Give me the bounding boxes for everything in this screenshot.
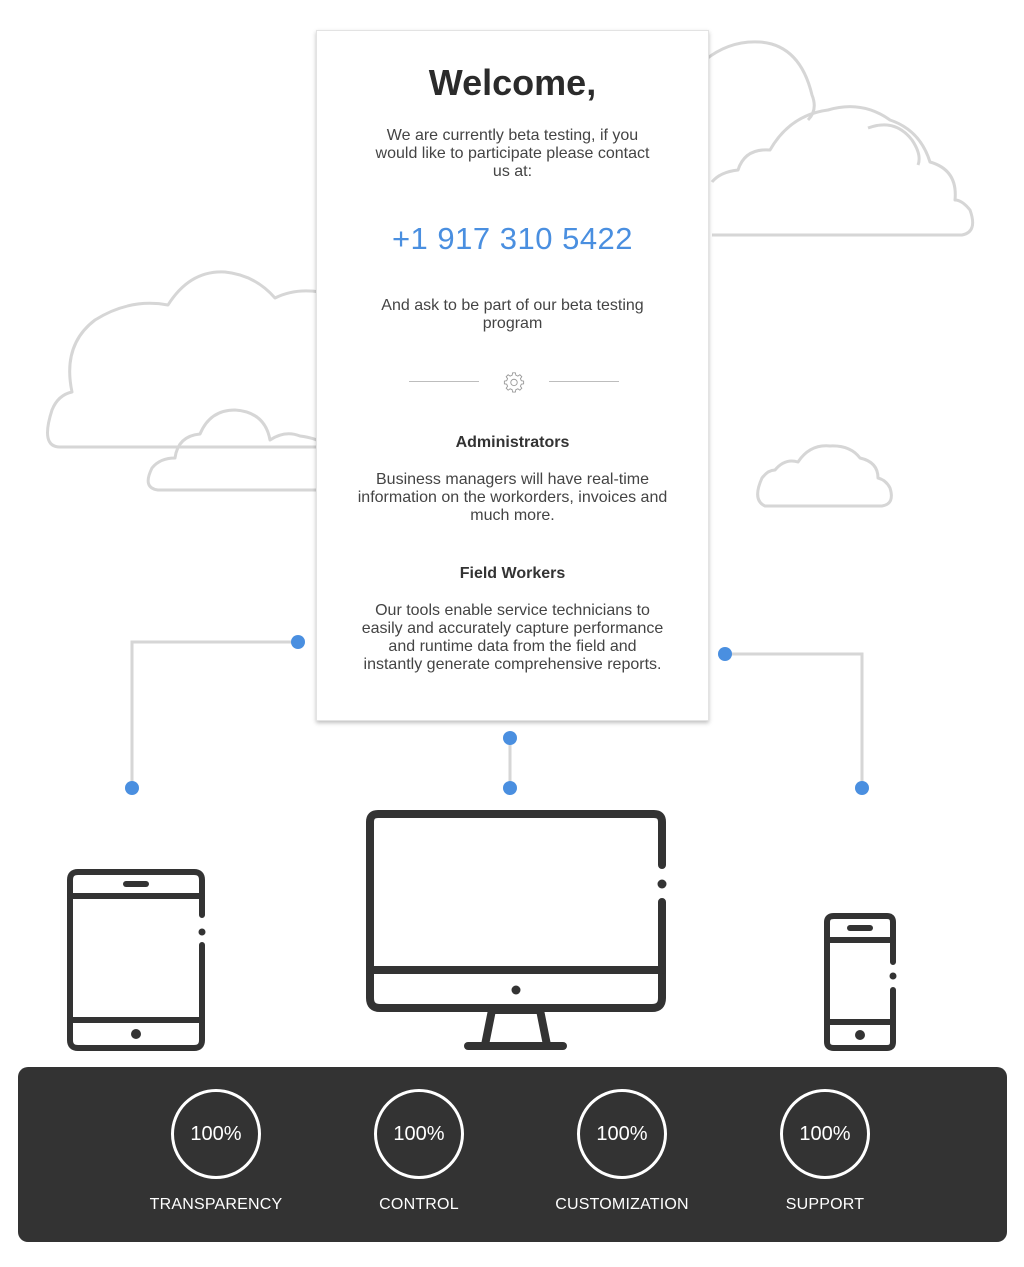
welcome-card: Welcome, We are currently beta testing, … [316, 30, 709, 721]
phone-number-link[interactable]: +1 917 310 5422 [391, 221, 634, 256]
ask-text: And ask to be part of our beta testing p… [381, 297, 644, 332]
stats-footer: 100% TRANSPARENCY 100% CONTROL 100% CUST… [18, 1067, 1007, 1242]
stat-label: TRANSPARENCY [149, 1196, 283, 1213]
field-workers-heading: Field Workers [459, 565, 566, 582]
cloud-icon [867, 123, 921, 166]
stat-support: 100% SUPPORT [745, 1089, 905, 1214]
field-workers-text: Our tools enable service technicians to … [361, 602, 664, 673]
stat-value: 100% [780, 1089, 870, 1179]
administrators-text: Business managers will have real-time in… [357, 471, 668, 524]
stat-control: 100% CONTROL [339, 1089, 499, 1214]
section-divider [409, 371, 619, 393]
cloud-icon [756, 444, 893, 508]
phone-icon [824, 913, 896, 1051]
desktop-icon [366, 810, 666, 1050]
cloud-icon [146, 408, 322, 492]
gear-icon [503, 372, 525, 393]
cloud-icon [46, 270, 322, 449]
stat-customization: 100% CUSTOMIZATION [542, 1089, 702, 1214]
cloud-icon [704, 40, 816, 122]
intro-text: We are currently beta testing, if you wo… [375, 127, 650, 180]
stat-label: CONTROL [379, 1196, 459, 1213]
stat-label: CUSTOMIZATION [555, 1196, 689, 1213]
stat-label: SUPPORT [785, 1196, 865, 1213]
stat-value: 100% [374, 1089, 464, 1179]
cloud-icon [710, 105, 975, 237]
stat-value: 100% [171, 1089, 261, 1179]
administrators-heading: Administrators [455, 434, 570, 451]
stat-transparency: 100% TRANSPARENCY [136, 1089, 296, 1214]
tablet-icon [67, 869, 205, 1051]
page-title: Welcome, [428, 62, 597, 103]
stat-value: 100% [577, 1089, 667, 1179]
